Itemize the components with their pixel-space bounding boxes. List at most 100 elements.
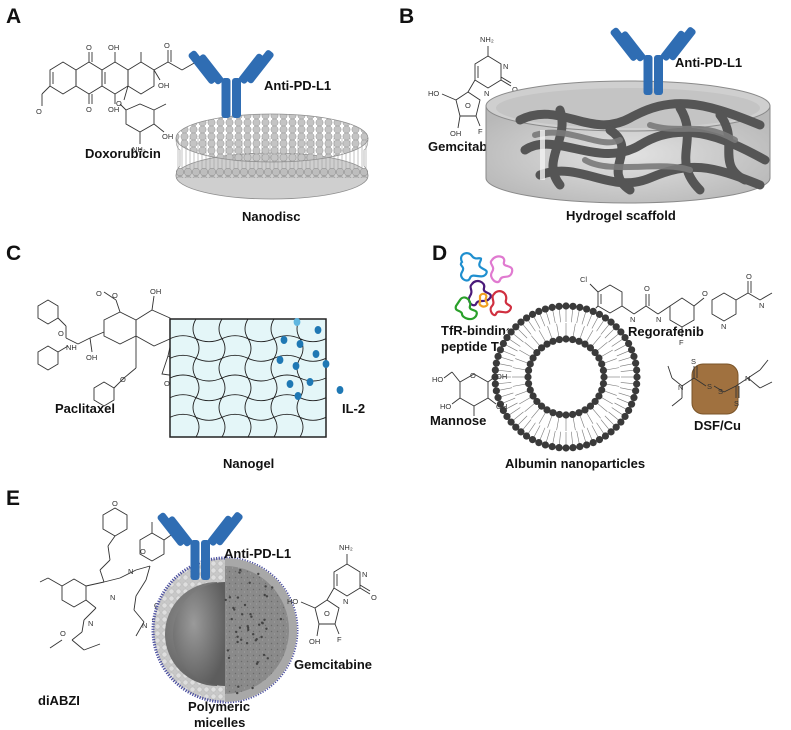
micelle-drug-dot [236, 596, 240, 599]
anti-pd-l1-label-e: Anti-PD-L1 [224, 546, 291, 561]
lipid-head [535, 438, 543, 447]
atom-label: NH₂ [339, 543, 353, 552]
atom-label: NH [66, 343, 77, 352]
lipid-head [524, 373, 532, 381]
atom-label: N [759, 301, 764, 310]
micelle-drug-dot [236, 640, 239, 644]
atom-label: N [88, 619, 93, 628]
atom-label: N [721, 322, 726, 331]
panel-letter-d: D [432, 242, 447, 265]
micelles-label-line1: Polymeric [188, 699, 250, 714]
nanodisc [175, 113, 369, 200]
nanogel-label: Nanogel [223, 456, 274, 471]
lipid-head [612, 423, 620, 431]
atom-label: N [630, 315, 635, 324]
micelle-drug-dot [251, 686, 254, 690]
micelle-drug-dot [238, 571, 241, 574]
lipid-head [625, 406, 633, 415]
atom-label: O [86, 105, 92, 114]
micelle-drug-dot [240, 638, 243, 641]
micelle-drug-dot [265, 595, 269, 598]
gemcitabine-structure-e: NH₂ N N O O HO OH F [287, 543, 377, 646]
albumin-nanoparticles-label: Albumin nanoparticles [505, 456, 645, 471]
atom-label: NH₂ [132, 145, 146, 154]
atom-label: OH [162, 132, 173, 141]
paclitaxel-label: Paclitaxel [55, 401, 115, 416]
atom-label: N [745, 374, 750, 383]
lipid-head [589, 438, 597, 447]
lipid-head [601, 432, 610, 440]
micelle-drug-dot [257, 572, 260, 576]
lipid-head [598, 360, 606, 368]
lipid-head [630, 394, 638, 402]
lipid-head [492, 387, 500, 395]
lipid-head [607, 318, 615, 326]
il-2-particle [296, 340, 304, 348]
lipid-head [491, 380, 499, 388]
lipid-head [543, 406, 551, 414]
lipid-head [528, 310, 537, 318]
il-2-particle [276, 356, 284, 364]
lipid-head [617, 418, 625, 426]
lipid-head [562, 335, 570, 343]
lipid-head [537, 402, 546, 410]
atom-label: HO [432, 375, 443, 384]
lipid-head [575, 409, 583, 417]
lipid-head [555, 335, 564, 344]
lipid-head [599, 379, 608, 388]
il-2-particle [306, 378, 314, 386]
lipid-head [541, 305, 549, 313]
lipid-head [627, 400, 636, 408]
micelle-drug-dot [224, 598, 227, 602]
lipid-head [599, 366, 608, 375]
lipid-head [568, 410, 577, 419]
atom-label: O [60, 629, 66, 638]
micelle-drug-dot [228, 596, 232, 599]
nanogel [169, 318, 344, 438]
lipid-head [621, 333, 629, 342]
gemcitabine-structure-b: NH₂ N N O O HO OH F [428, 35, 518, 138]
atom-label: F [337, 635, 342, 644]
lipid-head [591, 348, 599, 357]
micelle-drug-dot [266, 657, 269, 660]
micelle-drug-dot [246, 624, 249, 628]
lipid-head [499, 406, 507, 415]
atom-label: O [371, 593, 377, 602]
atom-label: OH [150, 287, 161, 296]
micelle-drug-dot [250, 615, 253, 618]
atom-label: O [36, 107, 42, 116]
atom-label: O [140, 547, 146, 556]
micelle-drug-dot [249, 613, 252, 616]
lipid-head [535, 307, 543, 316]
anti-pd-l1-label-b: Anti-PD-L1 [675, 55, 742, 70]
il-2-particle [293, 318, 301, 326]
panel-letter-c: C [6, 242, 21, 265]
atom-label: N [503, 62, 508, 71]
atom-label: OH [496, 402, 507, 411]
gemcitabine-label-e: Gemcitabine [294, 657, 372, 672]
atom-label: O [702, 289, 708, 298]
lipid-head [543, 340, 551, 348]
micelle-drug-dot [246, 626, 250, 630]
atom-label: NH₂ [480, 35, 494, 44]
atom-label: N [362, 570, 367, 579]
lipid-head [537, 344, 546, 352]
atom-label: N [656, 315, 661, 324]
lipid-head [569, 302, 577, 310]
il-2-particle [322, 360, 330, 368]
lipid-head [529, 392, 537, 400]
il-2-particle [280, 336, 288, 344]
mannose-structure: O HO OH OH HO [432, 371, 507, 416]
dsf-cu-structure: S S S S N N [667, 357, 773, 415]
lipid-head [503, 333, 511, 342]
lipid-head [607, 428, 615, 436]
lipid-head [555, 410, 564, 419]
lipid-head [533, 397, 541, 406]
lipid-head [562, 302, 570, 310]
lipid-head [522, 314, 531, 322]
polymeric-micelle [151, 556, 299, 704]
atom-label: O [644, 284, 650, 293]
lipid-head [517, 318, 525, 326]
lipid-head [503, 412, 511, 421]
